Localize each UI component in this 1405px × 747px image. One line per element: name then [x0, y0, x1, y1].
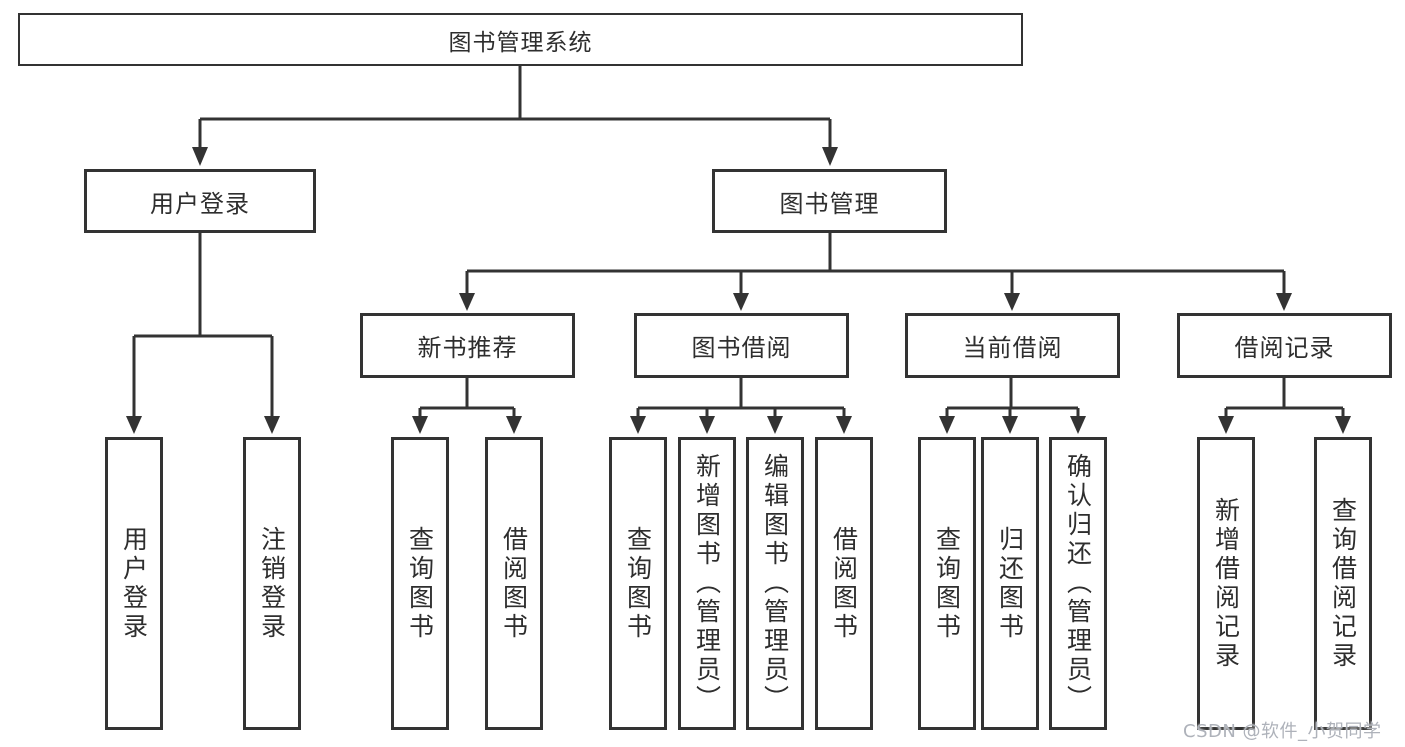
leaf-label: 确认归还（管理员）	[1063, 453, 1093, 714]
leaf-confirm-return-admin: 确认归还（管理员）	[1049, 437, 1107, 730]
edge-new-book-recommendation-children	[412, 378, 522, 434]
node-label: 借阅记录	[1234, 334, 1335, 362]
watermark: CSDN @软件_小贺同学	[1183, 721, 1382, 742]
leaf-label: 查询图书	[623, 525, 653, 642]
arrowhead-icon	[1004, 293, 1020, 311]
leaf-query-books-borrowing: 查询图书	[609, 437, 667, 730]
node-library-management-system: 图书管理系统	[18, 13, 1023, 66]
leaf-label: 注销登录	[257, 525, 287, 642]
leaf-label: 借阅图书	[829, 525, 859, 642]
leaf-add-book-admin: 新增图书（管理员）	[678, 437, 736, 730]
arrowhead-icon	[192, 147, 208, 166]
leaf-label: 查询图书	[405, 525, 435, 642]
leaf-label: 新增图书（管理员）	[692, 453, 722, 714]
arrowhead-icon	[1276, 293, 1292, 311]
leaf-logout: 注销登录	[243, 437, 301, 730]
node-label: 用户登录	[150, 189, 250, 218]
arrowhead-icon	[412, 416, 428, 434]
edge-book-management-children	[459, 233, 1292, 311]
node-label: 图书借阅	[691, 334, 792, 362]
leaf-label: 查询图书	[932, 525, 962, 642]
arrowhead-icon	[1218, 416, 1234, 434]
node-label: 图书管理	[779, 189, 880, 218]
node-user-login: 用户登录	[84, 169, 316, 233]
leaf-return-books: 归还图书	[981, 437, 1039, 730]
arrowhead-icon	[1335, 416, 1351, 434]
node-borrowing-records: 借阅记录	[1177, 313, 1392, 378]
node-book-management: 图书管理	[712, 169, 947, 233]
edge-root-to-level2	[192, 66, 838, 166]
arrowhead-icon	[699, 416, 715, 434]
arrowhead-icon	[733, 293, 749, 311]
leaf-query-books-recommendation: 查询图书	[391, 437, 449, 730]
arrowhead-icon	[506, 416, 522, 434]
leaf-label: 归还图书	[995, 525, 1025, 642]
edge-current-borrowing-children	[939, 378, 1086, 434]
leaf-label: 借阅图书	[499, 525, 529, 642]
leaf-label: 查询借阅记录	[1328, 496, 1358, 671]
leaf-borrow-books-borrowing: 借阅图书	[815, 437, 873, 730]
arrowhead-icon	[1070, 416, 1086, 434]
node-label: 当前借阅	[962, 334, 1063, 362]
arrowhead-icon	[126, 416, 142, 434]
arrowhead-icon	[767, 416, 783, 434]
arrowhead-icon	[1002, 416, 1018, 434]
node-label: 新书推荐	[417, 334, 518, 362]
leaf-user-login: 用户登录	[105, 437, 163, 730]
leaf-label: 用户登录	[119, 525, 149, 642]
node-book-borrowing: 图书借阅	[634, 313, 849, 378]
leaf-query-borrow-record: 查询借阅记录	[1314, 437, 1372, 730]
leaf-query-books-current: 查询图书	[918, 437, 976, 730]
arrowhead-icon	[939, 416, 955, 434]
node-label: 图书管理系统	[448, 29, 593, 56]
arrowhead-icon	[459, 293, 475, 311]
leaf-borrow-books-recommendation: 借阅图书	[485, 437, 543, 730]
arrowhead-icon	[264, 416, 280, 434]
edge-book-borrowing-children	[630, 378, 852, 434]
node-new-book-recommendation: 新书推荐	[360, 313, 575, 378]
arrowhead-icon	[836, 416, 852, 434]
arrowhead-icon	[630, 416, 646, 434]
arrowhead-icon	[822, 147, 838, 166]
leaf-label: 编辑图书（管理员）	[760, 453, 790, 714]
leaf-add-borrow-record: 新增借阅记录	[1197, 437, 1255, 730]
edge-user-login-children	[126, 233, 280, 434]
leaf-label: 新增借阅记录	[1211, 496, 1241, 671]
leaf-edit-book-admin: 编辑图书（管理员）	[746, 437, 804, 730]
edge-borrowing-records-children	[1218, 378, 1351, 434]
node-current-borrowing: 当前借阅	[905, 313, 1120, 378]
